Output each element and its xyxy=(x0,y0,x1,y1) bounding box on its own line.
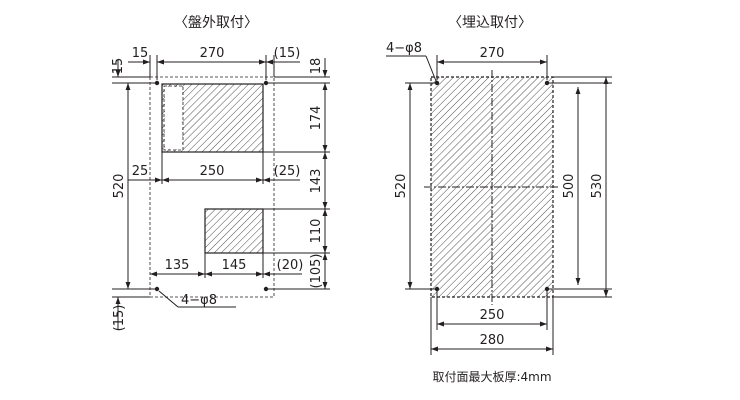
dim-top-right: (15) xyxy=(274,46,301,61)
surface-mount-view: 〈盤外取付〉 15 270 (15) 15 520 xyxy=(111,15,330,331)
dim-left-bottom: (15) xyxy=(112,305,127,332)
enclosure-outline xyxy=(149,76,275,298)
lower-panel xyxy=(204,208,264,254)
flush-dim-right-inner: 500 xyxy=(562,174,577,199)
surface-mount-title: 〈盤外取付〉 xyxy=(174,15,258,31)
dim-right-105: (105) xyxy=(309,254,324,289)
flush-dim-bottom-outer: 280 xyxy=(480,333,505,348)
dim-left-top: 15 xyxy=(111,58,126,75)
dim-lower-right: (20) xyxy=(277,258,304,273)
dim-middle-left: 25 xyxy=(132,164,149,179)
upper-panel-inner-outline xyxy=(163,85,184,151)
upper-panel-gap xyxy=(165,87,182,149)
dim-right-110: 110 xyxy=(309,219,324,244)
dim-right-18: 18 xyxy=(309,58,324,75)
max-panel-thickness-note: 取付面最大板厚:4mm xyxy=(432,370,551,384)
flush-mount-title: 〈埋込取付〉 xyxy=(448,15,532,31)
dim-right-174: 174 xyxy=(309,106,324,131)
dim-lower-left: 135 xyxy=(165,258,190,273)
flush-mount-view: 〈埋込取付〉 4−φ8 270 520 500 530 xyxy=(386,15,612,384)
flush-hole-spec: 4−φ8 xyxy=(386,41,422,56)
dim-top-left: 15 xyxy=(132,46,149,61)
dim-lower-span: 145 xyxy=(222,258,247,273)
dim-top-span: 270 xyxy=(200,46,225,61)
flush-dim-top: 270 xyxy=(480,46,505,61)
dim-middle-span: 250 xyxy=(200,164,225,179)
flush-dim-bottom-inner: 250 xyxy=(480,308,505,323)
dim-right-143: 143 xyxy=(309,169,324,194)
flush-dim-left-height: 520 xyxy=(394,174,409,199)
dim-left-height: 520 xyxy=(112,174,127,199)
surface-hole-spec: 4−φ8 xyxy=(181,293,217,308)
dim-middle-right: (25) xyxy=(274,164,301,179)
flush-dim-right-outer: 530 xyxy=(590,174,605,199)
